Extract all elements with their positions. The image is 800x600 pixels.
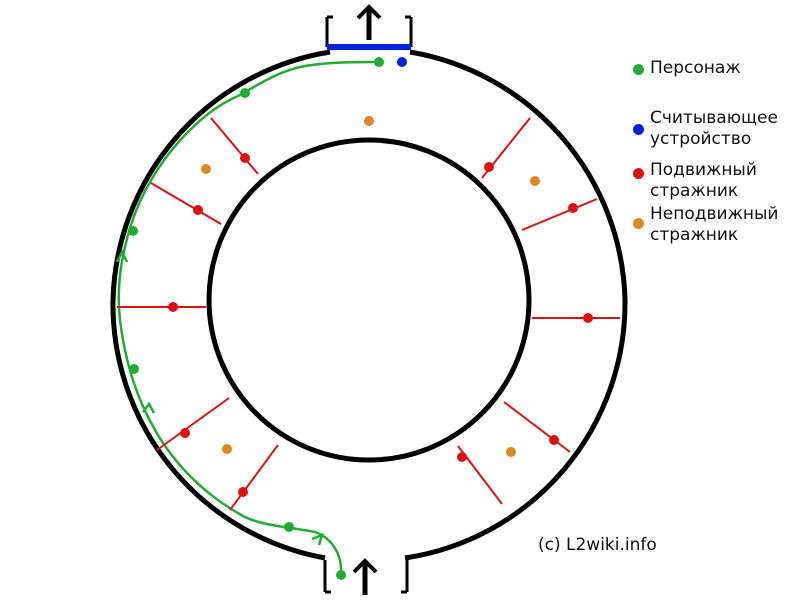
outer-wall <box>110 49 331 561</box>
moving-guards <box>117 117 620 511</box>
legend-item-reader: Считывающее устройство <box>630 108 795 160</box>
legend-label: Считывающее устройство <box>650 108 778 149</box>
character-markers <box>128 57 384 580</box>
bottom-entrance <box>323 558 409 595</box>
entrance-arrow-icon <box>352 558 378 595</box>
outer-wall-right <box>404 49 628 561</box>
legend-item-static-guard: Неподвижный стражник <box>630 204 795 246</box>
legend-label: Неподвижный стражник <box>650 204 779 245</box>
moving-guard <box>532 313 620 323</box>
character-path <box>115 60 379 573</box>
moving-guard <box>150 182 222 225</box>
legend-dot-icon <box>633 168 644 179</box>
character-dot <box>128 226 138 236</box>
inner-wall <box>206 137 532 463</box>
legend-item-moving-guard: Подвижный стражник <box>630 160 795 204</box>
moving-guard <box>481 117 531 179</box>
moving-guard <box>210 117 259 175</box>
legend-dot-icon <box>633 124 644 135</box>
static-guard <box>530 176 540 186</box>
moving-guard <box>229 444 279 511</box>
moving-guard <box>156 397 230 451</box>
moving-guard <box>503 401 571 453</box>
legend-label: Подвижный стражник <box>650 160 757 201</box>
top-exit <box>325 4 413 50</box>
exit-arrow-icon <box>356 4 382 40</box>
moving-guard <box>521 198 598 231</box>
character-dot <box>240 88 250 98</box>
legend-item-character: Персонаж <box>630 58 795 108</box>
character-dot <box>336 570 346 580</box>
legend-label: Персонаж <box>650 58 741 78</box>
moving-guard <box>117 302 206 312</box>
character-dot <box>284 522 294 532</box>
static-guard <box>222 444 232 454</box>
moving-guard <box>457 445 503 505</box>
character-dot <box>129 364 139 374</box>
static-guards <box>201 116 540 457</box>
static-guard <box>364 116 374 126</box>
legend-dot-icon <box>633 218 644 229</box>
credit-text: (c) L2wiki.info <box>538 535 657 555</box>
legend: Персонаж Считывающее устройство Подвижны… <box>630 58 795 246</box>
reader-device <box>397 57 407 67</box>
character-dot <box>374 57 384 67</box>
static-guard <box>506 447 516 457</box>
legend-dot-icon <box>633 64 644 75</box>
static-guard <box>201 164 211 174</box>
